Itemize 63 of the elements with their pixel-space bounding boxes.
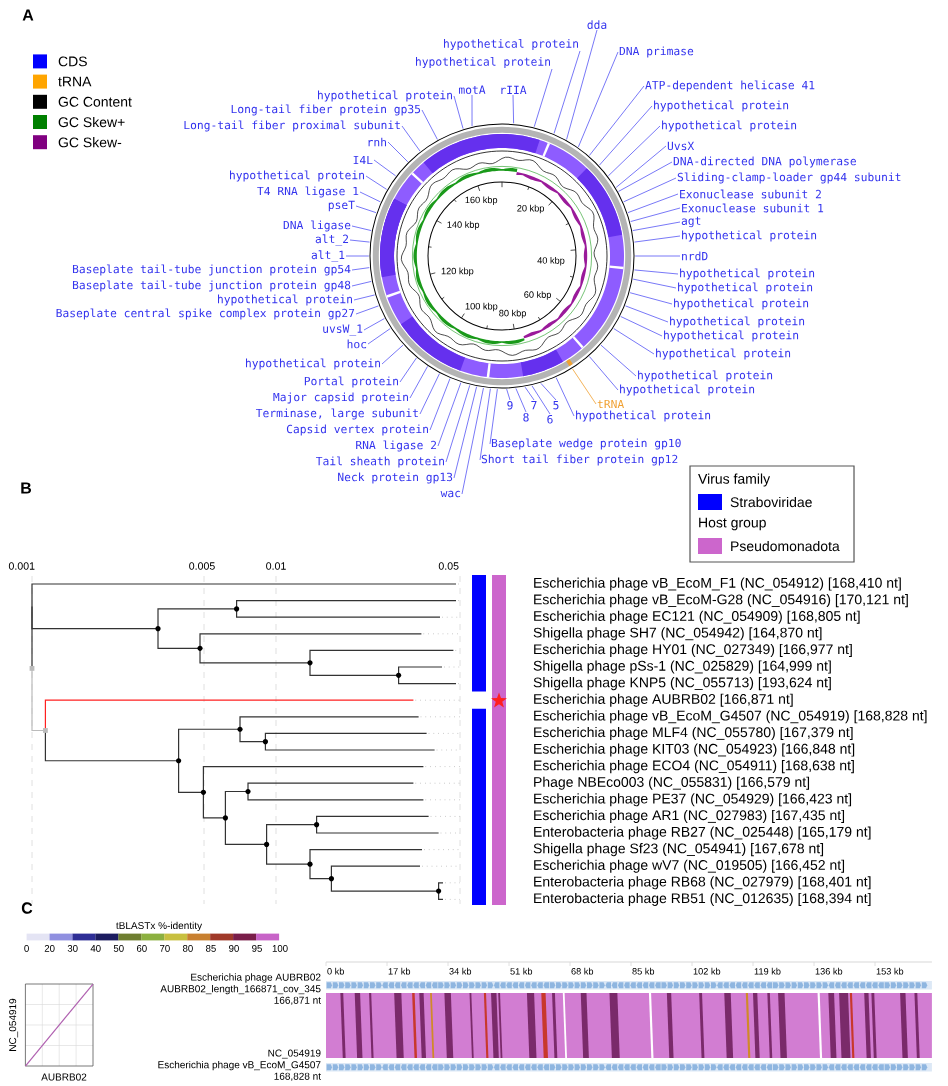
leader-line — [589, 356, 619, 391]
leader-line — [401, 125, 421, 152]
leader-line — [531, 385, 551, 415]
leader-line — [355, 205, 377, 214]
leader-line — [419, 373, 440, 415]
leader-line — [618, 161, 673, 192]
leader-line — [506, 388, 511, 401]
leader-line — [615, 145, 667, 188]
leader-line — [351, 267, 370, 271]
leader-line — [599, 105, 653, 166]
leader-line — [387, 141, 409, 163]
leader-line — [429, 378, 451, 431]
leader-line — [461, 387, 484, 495]
leader-line — [489, 388, 498, 445]
leader-line — [629, 292, 673, 305]
leader-line — [578, 51, 619, 148]
leader-line — [409, 366, 428, 399]
leader-line — [512, 94, 514, 124]
panel-letter: C — [21, 902, 33, 914]
leader-line — [533, 68, 553, 128]
leader-line — [627, 193, 679, 214]
leader-line — [515, 388, 527, 413]
leader-line — [453, 95, 464, 129]
leader-line — [566, 29, 598, 140]
leader-line — [373, 159, 397, 177]
leader-line — [355, 305, 379, 315]
leader-line — [349, 239, 370, 243]
leader-line — [351, 281, 372, 287]
leader-line — [365, 175, 388, 190]
leader-line — [363, 318, 385, 331]
leader-line — [634, 255, 681, 257]
leader-line — [625, 305, 669, 323]
leader-line — [421, 109, 438, 140]
leader-line — [524, 386, 535, 401]
leader-line — [634, 235, 681, 243]
panel-letter: B — [21, 482, 32, 494]
leader-line — [540, 383, 557, 401]
leader-line — [471, 94, 473, 127]
leader-line — [632, 278, 677, 289]
leader-line — [634, 269, 679, 275]
leader-line — [630, 207, 681, 222]
leader-line — [359, 191, 381, 203]
leader-line — [437, 382, 462, 447]
leader-line — [345, 255, 370, 257]
leader-line — [445, 384, 471, 463]
leader-line — [399, 357, 417, 383]
panel-letter: A — [22, 9, 34, 21]
leader-line — [623, 177, 677, 203]
leader-line — [620, 316, 663, 337]
leader-line — [353, 294, 376, 301]
leader-line — [555, 377, 575, 417]
leader-line — [479, 388, 491, 461]
leader-line — [600, 344, 637, 377]
leader-line — [367, 328, 391, 345]
leader-line — [572, 368, 597, 405]
leader-line — [589, 85, 645, 156]
leader-line — [553, 50, 581, 134]
leader-line — [381, 344, 404, 365]
leader-line — [632, 221, 681, 231]
leader-line — [351, 225, 372, 231]
leader-line — [613, 328, 655, 355]
leader-line — [608, 125, 661, 177]
leader-line — [453, 386, 477, 479]
